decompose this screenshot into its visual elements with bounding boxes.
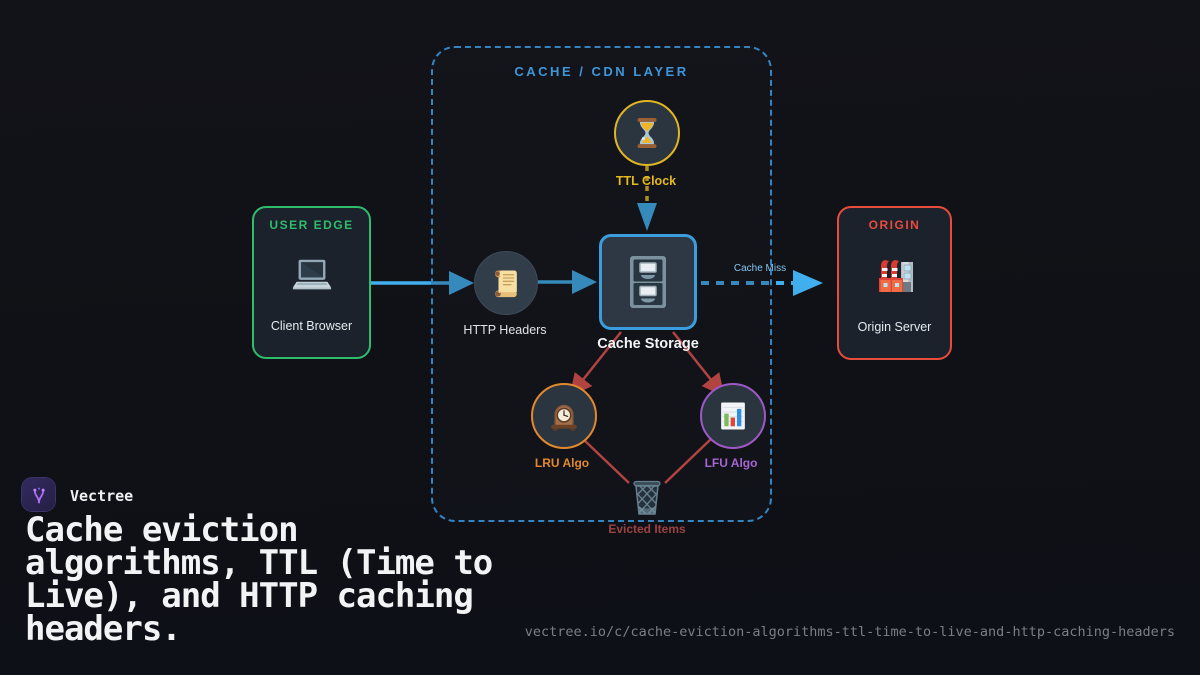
lru-algo-label: LRU Algo xyxy=(534,456,590,470)
page-title: Cache eviction algorithms, TTL (Time to … xyxy=(25,510,493,649)
file-cabinet-icon xyxy=(630,256,666,308)
brand-name: Vectree xyxy=(70,487,134,505)
vectree-branch-icon xyxy=(32,487,45,503)
wastebasket-icon xyxy=(633,480,661,515)
origin-box: ORIGIN Origin Server xyxy=(837,206,952,360)
factory-icon xyxy=(878,260,913,292)
lru-algo-node xyxy=(531,383,597,449)
evicted-items-label: Evicted Items xyxy=(608,522,686,536)
bar-chart-icon xyxy=(721,402,745,430)
mantel-clock-icon xyxy=(551,404,577,431)
origin-server-label: Origin Server xyxy=(857,320,932,334)
origin-label: ORIGIN xyxy=(868,218,921,232)
user-edge-label: USER EDGE xyxy=(269,218,354,232)
evicted-items-node xyxy=(623,473,671,521)
client-browser-label: Client Browser xyxy=(270,319,353,333)
http-headers-node xyxy=(474,251,538,315)
hourglass-icon xyxy=(637,117,657,149)
ttl-clock-node xyxy=(614,100,680,166)
lfu-algo-label: LFU Algo xyxy=(704,456,758,470)
footer-url: vectree.io/c/cache-eviction-algorithms-t… xyxy=(524,624,1175,640)
http-headers-label: HTTP Headers xyxy=(463,323,547,337)
origin-server-icon-wrap xyxy=(871,232,919,320)
vectree-logo xyxy=(22,478,55,511)
cache-miss-edge-label: Cache Miss xyxy=(733,263,787,274)
lfu-algo-node xyxy=(700,383,766,449)
user-edge-box: USER EDGE Client Browser xyxy=(252,206,371,359)
cdn-layer-title: CACHE / CDN LAYER xyxy=(514,64,689,79)
laptop-icon xyxy=(292,259,331,289)
ttl-clock-label: TTL Clock xyxy=(615,174,677,188)
cache-storage-node xyxy=(599,234,697,330)
scroll-icon xyxy=(495,270,517,298)
client-browser-icon-wrap xyxy=(289,232,335,319)
cache-storage-label: Cache Storage xyxy=(597,336,699,352)
